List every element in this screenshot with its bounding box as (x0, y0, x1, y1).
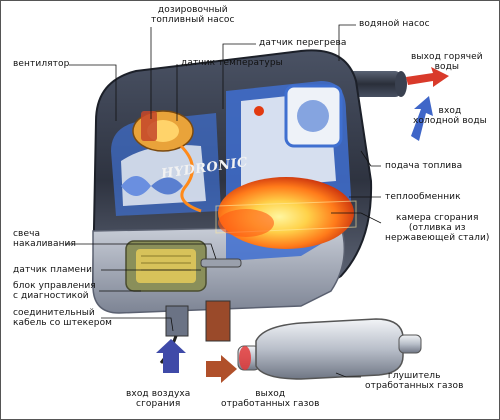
label-connector-cable: соединительный кабель со штекером (13, 308, 113, 328)
label-flame-sensor: датчик пламени (13, 265, 93, 275)
label-temperature-sensor: датчик температуры (181, 58, 283, 68)
label-overheat-sensor: датчик перегрева (259, 38, 347, 48)
label-water-pump: водяной насос (359, 19, 430, 29)
cold-water-arrow (411, 96, 433, 141)
label-heat-exchanger: теплообменник (385, 192, 461, 202)
temperature-sensor-fitting (254, 106, 264, 116)
label-fuel-supply: подача топлива (385, 161, 463, 171)
fan-impeller (121, 176, 183, 196)
hot-water-arrow (406, 67, 449, 87)
glow-plug (200, 258, 242, 268)
exhaust-arrow (206, 355, 237, 383)
label-combustion-air-in: вход воздуха сгорания (126, 389, 191, 409)
label-glow-plug: свеча накаливания (13, 229, 77, 249)
label-combustion-chamber: камера сгорания (отливка из нержавеющей … (385, 213, 490, 243)
combustion-air-arrow (156, 339, 186, 373)
label-control-unit: блок управления с диагностикой (13, 281, 96, 301)
label-hot-water-out: выход горячей воды (411, 52, 483, 72)
label-cold-water-in: вход холодной воды (413, 106, 487, 126)
control-unit-block (125, 240, 207, 292)
metering-pump-assembly (132, 110, 202, 213)
water-pump-assembly (284, 84, 343, 148)
label-metering-pump: дозировочный топливный насос (151, 5, 235, 25)
label-fan: вентилятор (13, 59, 70, 69)
leader-lines (65, 24, 382, 378)
label-muffler: глушитель отработанных газов (365, 371, 464, 391)
muffler (237, 318, 422, 380)
combustion-chamber-flame (215, 177, 357, 249)
label-exhaust-out: выход отработанных газов (221, 389, 320, 409)
